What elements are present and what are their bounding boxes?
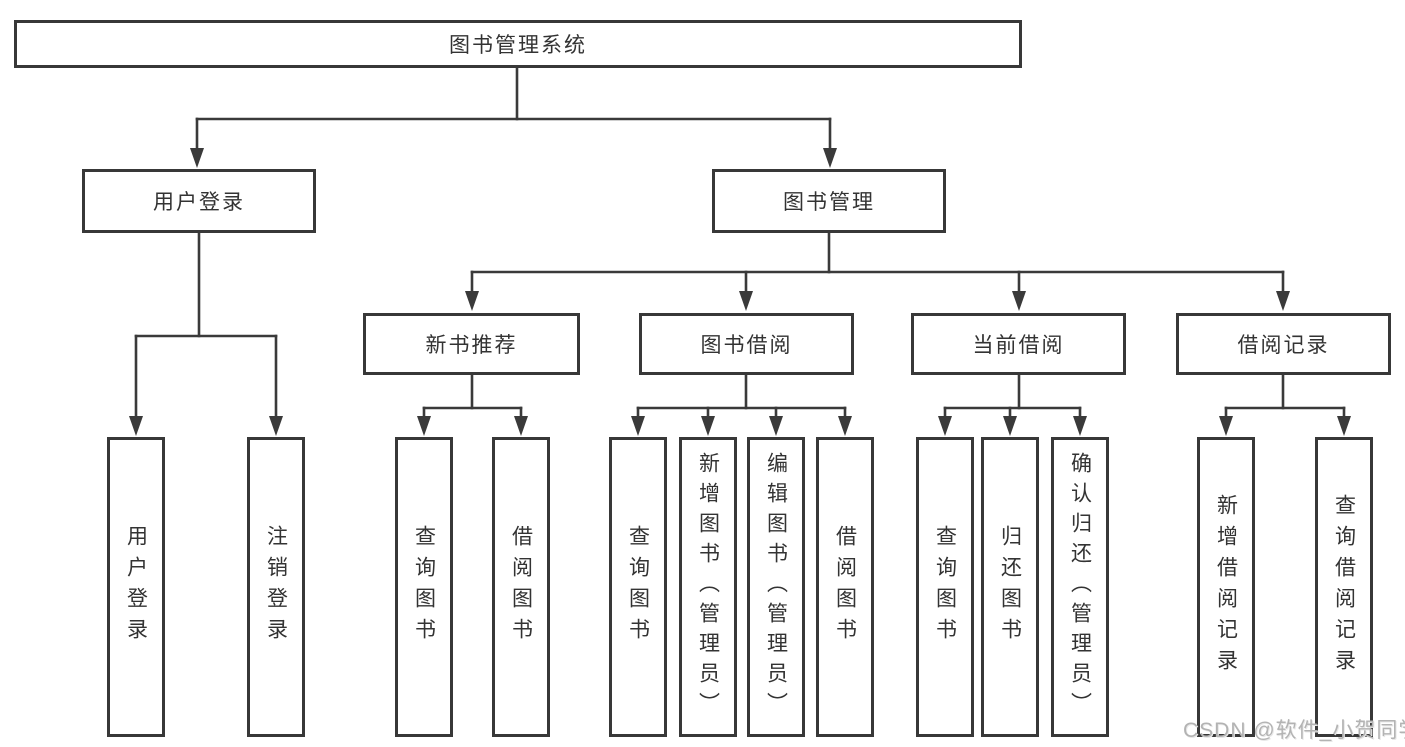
leaf-confirm-return-admin: 确认归还（管理员）	[1051, 437, 1109, 737]
leaf-borrow-books: 借阅图书	[816, 437, 874, 737]
node-user-login: 用户登录	[82, 169, 316, 233]
leaf-query-books-borrowing: 查询图书	[609, 437, 667, 737]
leaf-add-books-admin-label: 新增图书（管理员）	[696, 452, 720, 722]
node-book-borrowing: 图书借阅	[639, 313, 854, 375]
leaf-confirm-return-admin-label: 确认归还（管理员）	[1068, 452, 1092, 722]
leaf-borrow-books-recommend: 借阅图书	[492, 437, 550, 737]
node-book-borrowing-label: 图书借阅	[700, 334, 793, 357]
node-borrowing-records-label: 借阅记录	[1237, 334, 1330, 357]
leaf-logout-label: 注销登录	[264, 525, 288, 649]
node-current-borrowing: 当前借阅	[911, 313, 1126, 375]
leaf-user-login-label: 用户登录	[124, 525, 148, 649]
node-book-management: 图书管理	[712, 169, 946, 233]
leaf-query-borrow-record: 查询借阅记录	[1315, 437, 1373, 737]
leaf-query-books-borrowing-label: 查询图书	[626, 525, 650, 649]
leaf-return-books: 归还图书	[981, 437, 1039, 737]
leaf-return-books-label: 归还图书	[998, 525, 1022, 649]
node-borrowing-records: 借阅记录	[1176, 313, 1391, 375]
leaf-borrow-books-recommend-label: 借阅图书	[509, 525, 533, 649]
node-root-label: 图书管理系统	[449, 34, 587, 57]
leaf-query-borrow-record-label: 查询借阅记录	[1332, 494, 1356, 680]
leaf-query-books-recommend: 查询图书	[395, 437, 453, 737]
leaf-query-books-current-label: 查询图书	[933, 525, 957, 649]
node-new-book-recommend: 新书推荐	[363, 313, 580, 375]
node-current-borrowing-label: 当前借阅	[972, 334, 1065, 357]
leaf-logout: 注销登录	[247, 437, 305, 737]
leaf-query-books-current: 查询图书	[916, 437, 974, 737]
node-new-book-recommend-label: 新书推荐	[425, 334, 518, 357]
leaf-query-books-recommend-label: 查询图书	[412, 525, 436, 649]
leaf-edit-books-admin-label: 编辑图书（管理员）	[764, 452, 788, 722]
node-book-management-label: 图书管理	[783, 191, 875, 214]
leaf-edit-books-admin: 编辑图书（管理员）	[747, 437, 805, 737]
leaf-borrow-books-label: 借阅图书	[833, 525, 857, 649]
node-root-system: 图书管理系统	[14, 20, 1022, 68]
leaf-add-books-admin: 新增图书（管理员）	[679, 437, 737, 737]
csdn-watermark: CSDN @软件_小贺同学	[1183, 719, 1405, 742]
leaf-user-login: 用户登录	[107, 437, 165, 737]
node-user-login-label: 用户登录	[153, 191, 245, 214]
leaf-add-borrow-record-label: 新增借阅记录	[1214, 494, 1238, 680]
leaf-add-borrow-record: 新增借阅记录	[1197, 437, 1255, 737]
